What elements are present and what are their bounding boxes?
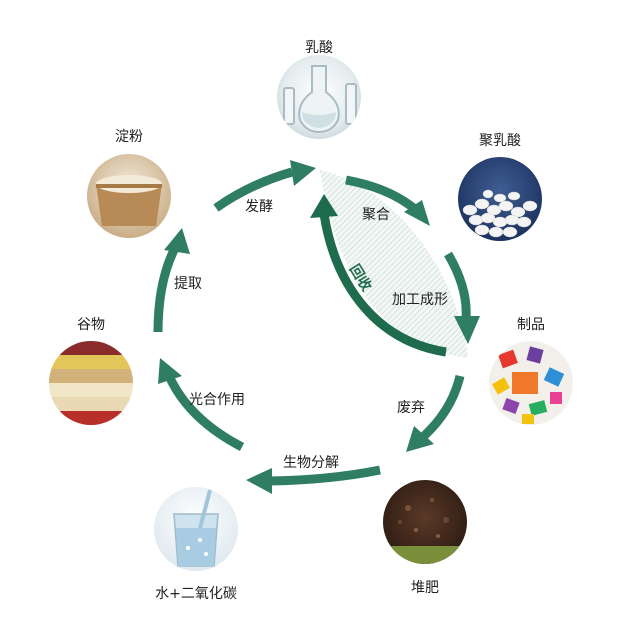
arrow-recycling [319,213,447,357]
arrowhead-fermentation [290,160,316,186]
compost-image [383,480,467,564]
arrow-polymerization [345,175,419,214]
arrow-processing [444,251,471,319]
label-fermentation: 发酵 [245,199,273,215]
products-image [489,341,573,425]
label-products: 制品 [517,317,545,333]
arrowhead-recycling [310,194,338,218]
arrowhead-extraction [164,228,190,254]
label-photosynthesis: 光合作用 [189,392,245,408]
arrowhead-biodegradation [246,468,272,494]
label-disposal: 废弃 [397,400,425,416]
arrow-fermentation [213,167,294,212]
label-compost: 堆肥 [411,580,439,596]
arrow-disposal [420,374,465,440]
label-starch: 淀粉 [115,129,143,145]
arrowhead-photosynthesis [158,358,182,384]
pla-image [458,157,542,241]
arrow-photosynthesis [165,376,245,451]
recycling-leaf [320,170,468,358]
label-water-co2: 水+二氧化碳 [155,586,237,602]
arrow-biodegradation [269,465,381,486]
grains-image [49,341,133,425]
label-lactic-acid: 乳酸 [305,40,333,56]
arrow-extraction [153,243,181,333]
label-grains: 谷物 [77,317,105,333]
arrowhead-disposal [406,426,434,452]
label-biodegradation: 生物分解 [283,455,339,471]
arrowhead-processing [454,316,480,344]
arrowhead-polymerization [404,200,430,226]
label-extraction: 提取 [174,276,202,292]
label-polymerization: 聚合 [362,207,390,223]
starch-image [87,154,171,238]
water-co2-image [154,487,238,571]
lactic-acid-image [277,55,361,139]
label-processing: 加工成形 [392,292,448,308]
label-pla: 聚乳酸 [479,133,521,149]
